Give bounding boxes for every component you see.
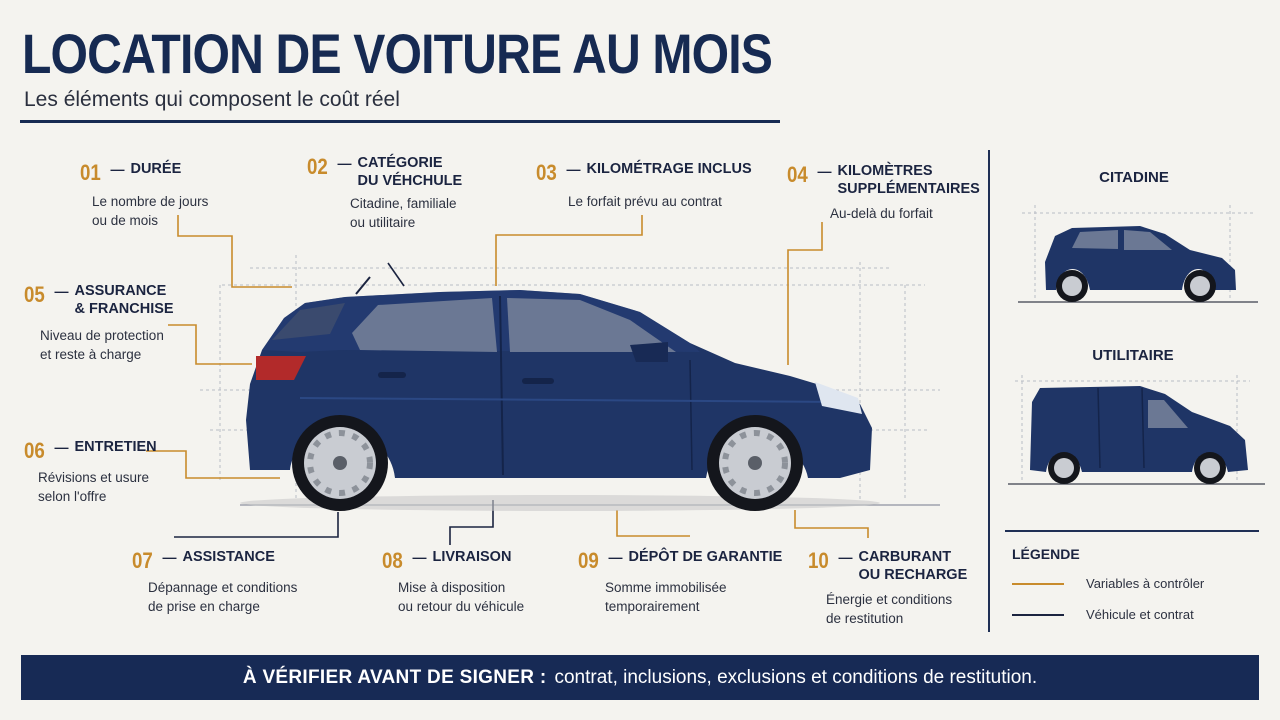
callout-label: ENTRETIEN <box>74 439 157 455</box>
main-car-illustration <box>240 276 880 511</box>
callout-kilometrage: 03—KILOMÉTRAGE INCLUS Le forfait prévu a… <box>536 160 752 209</box>
callout-assurance: 05—ASSURANCE& FRANCHISE Niveau de protec… <box>24 282 174 362</box>
callout-number: 05 <box>24 282 45 307</box>
callout-label: ASSISTANCE <box>182 549 275 565</box>
callout-desc: de prise en charge <box>148 599 260 614</box>
bottom-banner: À VÉRIFIER AVANT DE SIGNER : contrat, in… <box>21 655 1259 700</box>
callout-label: ASSURANCE& FRANCHISE <box>74 283 174 317</box>
citadine-title: CITADINE <box>1099 169 1169 186</box>
callout-desc: Somme immobilisée <box>605 580 727 595</box>
callout-desc: ou retour du véhicule <box>398 599 525 614</box>
utilitaire-illustration <box>1008 375 1265 485</box>
callout-desc: Citadine, familiale <box>350 196 457 211</box>
citadine-illustration <box>1018 205 1258 303</box>
callout-desc: ou de mois <box>92 213 159 228</box>
callout-label: DURÉE <box>130 161 182 177</box>
callout-number: 04 <box>787 162 808 187</box>
callout-number: 02 <box>307 154 328 179</box>
callout-desc: Mise à disposition <box>398 580 506 595</box>
callout-label: KILOMÉTRAGE INCLUS <box>586 161 752 177</box>
callout-number: 07 <box>132 548 153 573</box>
column-divider <box>988 150 990 632</box>
callout-desc: de restitution <box>826 611 904 626</box>
legend-item-variables: Variables à contrôler <box>1012 576 1204 591</box>
utilitaire-title: UTILITAIRE <box>1092 347 1174 364</box>
callout-desc: Énergie et conditions <box>826 592 953 607</box>
banner-text: contrat, inclusions, exclusions et condi… <box>554 666 1038 688</box>
page-subtitle: Les éléments qui composent le coût réel <box>24 88 400 111</box>
leader-lines-navy <box>174 262 494 545</box>
callout-desc: Niveau de protection <box>40 328 164 343</box>
callout-label: DÉPÔT DE GARANTIE <box>628 549 783 565</box>
legend-swatch-navy <box>1012 613 1064 616</box>
callout-number: 01 <box>80 160 101 185</box>
callout-number: 03 <box>536 160 557 185</box>
legend-label: Variables à contrôler <box>1086 576 1205 591</box>
legend-label: Véhicule et contrat <box>1086 607 1194 622</box>
callout-label: LIVRAISON <box>432 549 512 565</box>
legend-title: LÉGENDE <box>1012 546 1080 562</box>
callout-number: 10 <box>808 548 829 573</box>
callout-desc: Le nombre de jours <box>92 194 209 209</box>
callout-desc: Révisions et usure <box>38 470 150 485</box>
callout-desc: ou utilitaire <box>350 215 416 230</box>
callout-number: 09 <box>578 548 599 573</box>
legend-divider <box>1005 530 1259 532</box>
callout-number: 06 <box>24 438 45 463</box>
legend-swatch-gold <box>1012 582 1064 585</box>
callout-number: 08 <box>382 548 403 573</box>
callout-desc: Le forfait prévu au contrat <box>568 194 722 209</box>
legend-item-vehicule: Véhicule et contrat <box>1012 607 1194 622</box>
callout-desc: temporairement <box>605 599 700 614</box>
callout-desc: selon l'offre <box>38 489 107 504</box>
banner-emphasis: À VÉRIFIER AVANT DE SIGNER : <box>242 666 547 688</box>
callout-desc: Au-delà du forfait <box>830 206 933 221</box>
callout-desc: Dépannage et conditions <box>148 580 298 595</box>
page-title: LOCATION DE VOITURE AU MOIS <box>22 22 773 85</box>
leader-lines <box>146 215 869 538</box>
callout-desc: et reste à charge <box>40 347 142 362</box>
title-divider <box>20 120 780 123</box>
